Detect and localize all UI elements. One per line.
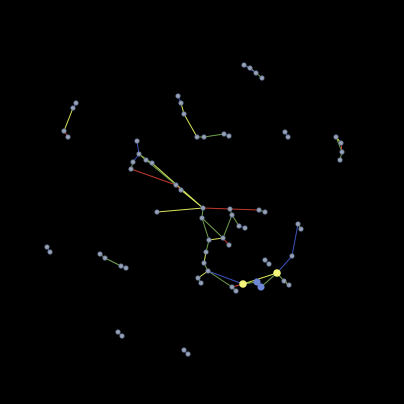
graph-node[interactable] [338,140,344,146]
graph-node[interactable] [229,284,235,290]
graph-node[interactable] [205,268,211,274]
graph-edge [130,168,177,186]
graph-node[interactable] [227,206,233,212]
graph-edge [180,189,204,209]
graph-node[interactable] [333,134,339,140]
graph-node[interactable] [266,261,272,267]
nodes-layer [44,62,345,357]
graph-node[interactable] [119,333,125,339]
graph-node[interactable] [65,134,71,140]
graph-node[interactable] [285,134,291,140]
graph-node-highlighted[interactable] [273,269,281,277]
graph-node[interactable] [289,253,295,259]
graph-node[interactable] [226,133,232,139]
graph-node[interactable] [242,225,248,231]
graph-edge [203,133,225,138]
graph-node[interactable] [295,221,301,227]
graph-node[interactable] [123,265,129,271]
graph-node[interactable] [173,182,179,188]
graph-node[interactable] [221,131,227,137]
graph-edge [222,214,233,239]
graph-node[interactable] [70,105,76,111]
graph-edge [291,223,299,257]
graph-node[interactable] [97,251,103,257]
graph-node[interactable] [253,70,259,76]
graph-node[interactable] [73,100,79,106]
graph-node[interactable] [195,275,201,281]
graph-node[interactable] [201,260,207,266]
graph-node[interactable] [128,166,134,172]
graph-edge [156,207,204,213]
graph-edge [207,270,244,285]
graph-node[interactable] [298,226,304,232]
graph-node[interactable] [143,157,149,163]
graph-node[interactable] [136,151,142,157]
graph-edge [201,217,210,241]
graph-node[interactable] [203,249,209,255]
graph-edge [201,217,224,239]
graph-node-highlighted[interactable] [253,278,261,286]
graph-node[interactable] [115,329,121,335]
graph-node-highlighted[interactable] [239,280,247,288]
graph-node[interactable] [286,282,292,288]
graph-node[interactable] [185,351,191,357]
graph-node[interactable] [206,237,212,243]
graph-node[interactable] [339,149,345,155]
graph-node[interactable] [102,255,108,261]
graph-node[interactable] [236,223,242,229]
graph-node[interactable] [47,249,53,255]
graph-node[interactable] [199,215,205,221]
graph-node[interactable] [178,100,184,106]
graph-node[interactable] [241,62,247,68]
graph-edge [104,257,122,267]
graph-node[interactable] [282,129,288,135]
graph-edge [63,107,74,132]
graph-node[interactable] [259,75,265,81]
graph-node[interactable] [256,207,262,213]
graph-node[interactable] [226,242,232,248]
graph-node[interactable] [247,65,253,71]
graph-node[interactable] [61,128,67,134]
graph-edge [183,113,198,138]
graph-node[interactable] [134,138,140,144]
graph-node[interactable] [154,209,160,215]
graph-node[interactable] [175,93,181,99]
graph-node[interactable] [220,235,226,241]
graph-node[interactable] [233,288,239,294]
graph-node-highlighted[interactable] [257,283,265,291]
graph-node[interactable] [337,157,343,163]
graph-edge [242,272,278,285]
graph-node[interactable] [130,159,136,165]
graph-node[interactable] [181,347,187,353]
graph-node[interactable] [262,257,268,263]
graph-node[interactable] [281,278,287,284]
graph-node[interactable] [201,134,207,140]
graph-node[interactable] [118,263,124,269]
graph-node[interactable] [262,209,268,215]
graph-node[interactable] [200,205,206,211]
graph-node[interactable] [198,280,204,286]
graph-edge [207,270,233,288]
graph-node[interactable] [194,134,200,140]
graph-node[interactable] [178,187,184,193]
graph-node[interactable] [149,160,155,166]
graph-node[interactable] [229,212,235,218]
graph-node[interactable] [44,244,50,250]
graph-node[interactable] [181,111,187,117]
